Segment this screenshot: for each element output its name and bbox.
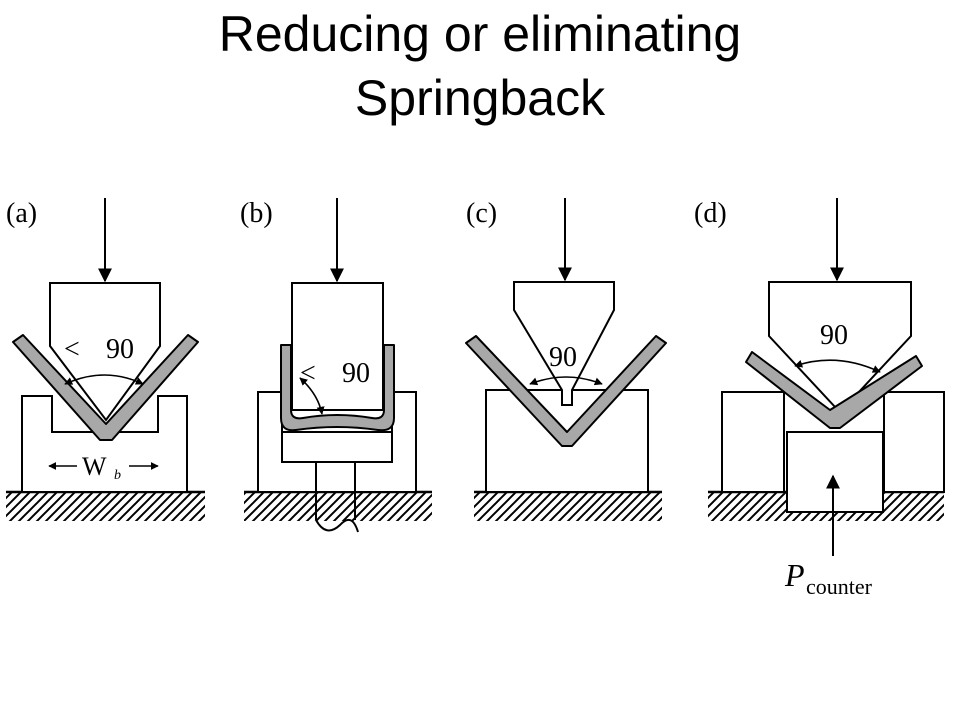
ground-hatch: [474, 493, 662, 521]
side-die-left: [721, 391, 785, 493]
pressure-pad: [281, 431, 393, 463]
sheet-metal: [280, 344, 395, 432]
angle-value: 90: [549, 342, 577, 373]
panel-a-label: (a): [6, 198, 37, 229]
ground-hatch: [244, 493, 432, 521]
title-line-2: Springback: [354, 70, 606, 126]
stem-break: [315, 518, 359, 533]
sheet-metal: [12, 334, 199, 441]
panel-d: (d) 90 P counter: [694, 198, 945, 599]
pad-stem: [315, 462, 356, 520]
panel-c-label: (c): [466, 198, 497, 229]
angle-arc: [299, 377, 325, 415]
angle-arc: [794, 359, 881, 373]
sheet-metal: [465, 335, 667, 447]
angle-lt: <: [300, 358, 316, 389]
angle-lt: <: [64, 334, 80, 365]
v-die: [21, 395, 188, 493]
angle-arc: [64, 374, 144, 385]
width-main: W: [82, 452, 107, 481]
force-main: P: [784, 557, 805, 593]
sheet-metal: [745, 351, 923, 429]
width-sub: b: [114, 468, 121, 483]
punch: [513, 281, 615, 406]
angle-value: 90: [820, 320, 848, 351]
title-line-1: Reducing or eliminating: [218, 6, 742, 62]
panel-d-label: (d): [694, 198, 727, 229]
angle-arc: [529, 376, 603, 386]
panel-c: (c) 90: [465, 198, 667, 521]
punch: [291, 282, 384, 411]
force-sub: counter: [806, 574, 873, 599]
side-die-right: [883, 391, 945, 493]
panel-b: (b) < 90: [240, 198, 432, 533]
counter-pad: [786, 431, 884, 513]
ground-hatch: [6, 493, 205, 521]
panel-a: (a) < 90 W b: [6, 198, 205, 521]
angle-value: 90: [342, 358, 370, 389]
panel-b-label: (b): [240, 198, 273, 229]
angle-value: 90: [106, 334, 134, 365]
slide-title: Reducing or eliminating Springback: [0, 2, 960, 130]
